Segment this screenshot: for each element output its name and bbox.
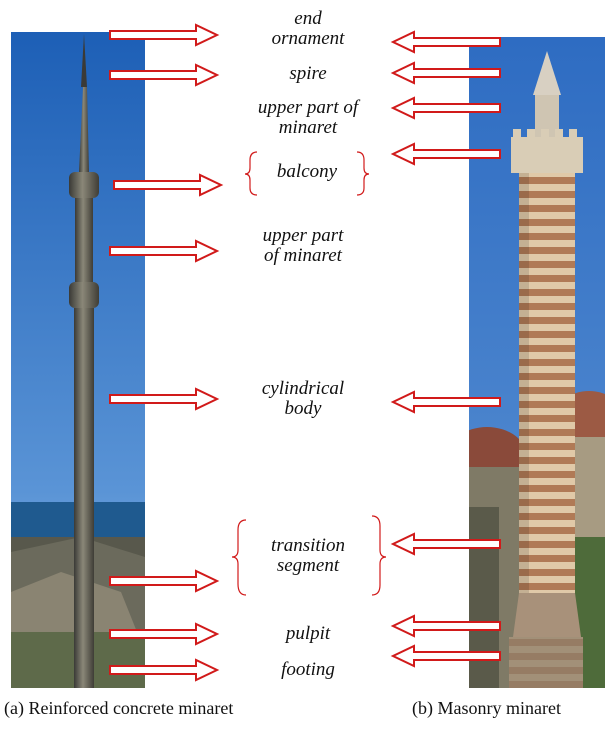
arrow-spire-right [393,63,500,83]
label-cylindrical-body-line1: cylindrical [228,379,378,399]
label-upper-part-of-minaret-a: upper part of minaret [228,226,378,266]
caption-masonry: (b) Masonry minaret [412,698,561,719]
arrow-balcony-right [393,144,500,164]
label-spire: spire [240,64,376,84]
label-end-ornament-line1: end [240,9,376,29]
label-cylindrical-body-line2: body [228,399,378,419]
arrow-pulpit-right [393,616,500,636]
label-upper-part-a-line1: upper part [228,226,378,246]
label-upper-part-of-minaret-b: upper part of minaret [218,98,398,138]
arrow-upper-part-left [110,241,217,261]
label-balcony-text: balcony [254,162,360,182]
label-pulpit-text: pulpit [240,624,376,644]
label-cylindrical-body: cylindrical body [228,379,378,419]
arrow-end-ornament-left [110,25,217,45]
label-end-ornament: end ornament [240,9,376,49]
label-transition-line1: transition [240,536,376,556]
arrow-footing-left [110,660,217,680]
label-spire-text: spire [240,64,376,84]
label-transition-segment: transition segment [240,536,376,576]
label-upper-part-a-line2: of minaret [228,246,378,266]
arrow-pulpit-left [110,624,217,644]
arrow-cylindrical-body-left [110,389,217,409]
caption-reinforced-concrete: (a) Reinforced concrete minaret [4,698,233,719]
label-transition-line2: segment [240,556,376,576]
label-footing: footing [240,660,376,680]
label-end-ornament-line2: ornament [240,29,376,49]
label-upper-part-b-line2: minaret [218,118,398,138]
arrow-footing-right [393,646,500,666]
arrow-transition-right [393,534,500,554]
arrow-end-ornament-right [393,32,500,52]
label-pulpit: pulpit [240,624,376,644]
arrow-transition-left [110,571,217,591]
label-footing-text: footing [240,660,376,680]
arrow-upper-part-right [393,98,500,118]
label-upper-part-b-line1: upper part of [218,98,398,118]
arrow-spire-left [110,65,217,85]
arrow-balcony-left [114,175,221,195]
arrow-cylindrical-body-right [393,392,500,412]
label-balcony: balcony [254,162,360,182]
